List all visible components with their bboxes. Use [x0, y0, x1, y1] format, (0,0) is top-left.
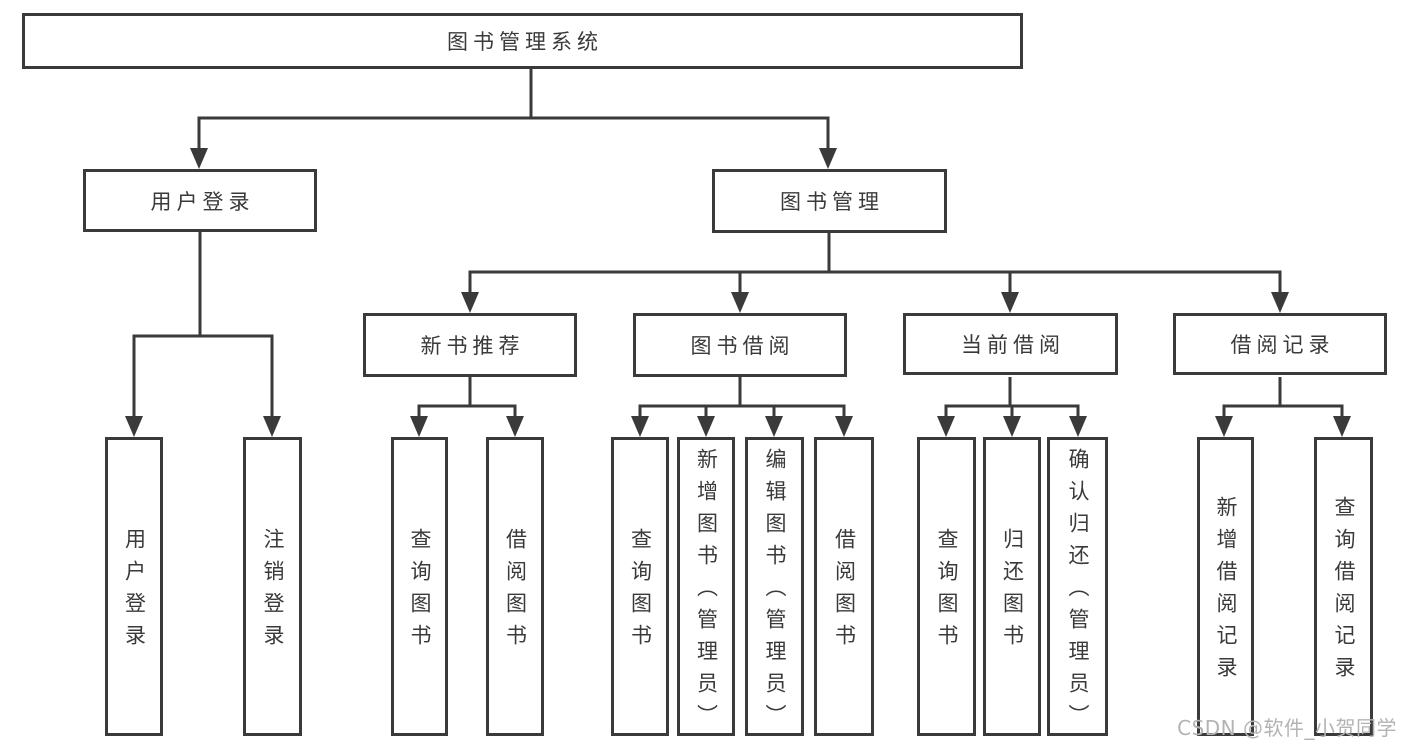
leaf-edit-book-admin: 编辑图书（管理员） [745, 437, 804, 736]
leaf-query-books-current: 查询图书 [917, 437, 976, 736]
leaf-query-books-borrow-label: 查询图书 [628, 528, 653, 656]
leaf-return-books-label: 归还图书 [1000, 528, 1025, 656]
leaf-borrow-books: 借阅图书 [814, 437, 874, 736]
node-book-borrow: 图书借阅 [633, 313, 847, 377]
leaf-query-borrow-record: 查询借阅记录 [1314, 437, 1373, 736]
node-borrow-records: 借阅记录 [1173, 313, 1387, 375]
leaf-user-login-label: 用户登录 [122, 528, 147, 656]
leaf-logout-label: 注销登录 [261, 528, 285, 656]
node-book-borrow-label: 图书借阅 [690, 334, 795, 358]
leaf-add-borrow-record-label: 新增借阅记录 [1214, 496, 1238, 688]
leaf-borrow-books-label: 借阅图书 [832, 528, 857, 656]
leaf-query-books-recommend-label: 查询图书 [408, 528, 432, 656]
leaf-edit-book-admin-label: 编辑图书（管理员） [763, 448, 787, 736]
leaf-add-borrow-record: 新增借阅记录 [1197, 437, 1254, 736]
leaf-add-book-admin-label: 新增图书（管理员） [694, 448, 719, 736]
node-user-login: 用户登录 [83, 169, 317, 232]
node-new-book-recommend-label: 新书推荐 [420, 334, 525, 358]
leaf-query-books-current-label: 查询图书 [935, 528, 959, 656]
node-borrow-records-label: 借阅记录 [1230, 333, 1335, 357]
leaf-return-books: 归还图书 [983, 437, 1041, 736]
leaf-confirm-return-admin-label: 确认归还（管理员） [1066, 448, 1090, 736]
node-user-login-label: 用户登录 [150, 189, 255, 214]
leaf-add-book-admin: 新增图书（管理员） [677, 437, 735, 736]
node-book-management-label: 图书管理 [780, 190, 884, 214]
leaf-query-books-recommend: 查询图书 [391, 437, 448, 736]
leaf-confirm-return-admin: 确认归还（管理员） [1047, 437, 1108, 736]
leaf-borrow-books-recommend: 借阅图书 [486, 437, 544, 736]
leaf-query-borrow-record-label: 查询借阅记录 [1332, 496, 1356, 688]
csdn-watermark: CSDN @软件_小贺同学 [1177, 716, 1397, 740]
leaf-user-login: 用户登录 [105, 437, 163, 736]
leaf-borrow-books-recommend-label: 借阅图书 [503, 528, 528, 656]
node-current-borrow: 当前借阅 [903, 313, 1118, 375]
node-book-management: 图书管理 [712, 169, 947, 233]
node-current-borrow-label: 当前借阅 [961, 333, 1065, 357]
node-library-system: 图书管理系统 [22, 13, 1023, 69]
node-library-system-label: 图书管理系统 [447, 30, 603, 54]
node-new-book-recommend: 新书推荐 [363, 313, 577, 377]
leaf-logout: 注销登录 [243, 437, 302, 736]
leaf-query-books-borrow: 查询图书 [611, 437, 669, 736]
